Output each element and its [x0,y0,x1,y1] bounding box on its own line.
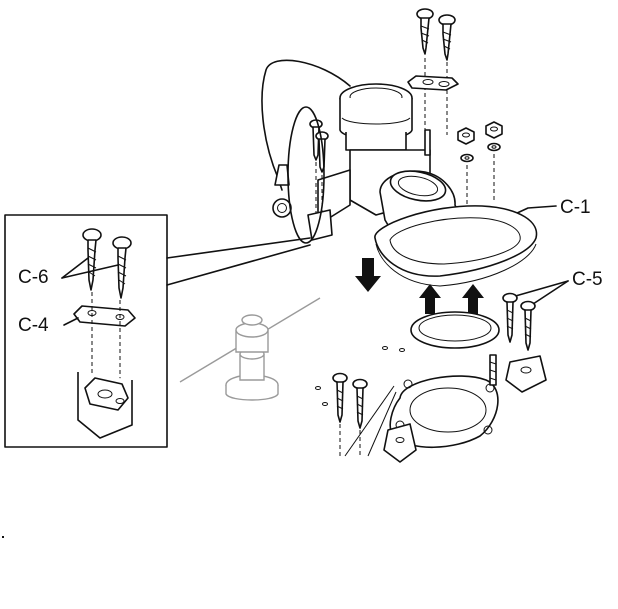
leader-c5-a [511,280,569,298]
callout-c5: C-5 [572,269,603,290]
body-side-screws [287,106,333,244]
inset-plate [73,305,136,327]
inset-bracket [77,372,133,439]
callout-c6: C-6 [18,267,49,288]
inset-screw-left [82,228,102,291]
down-arrow [355,258,381,292]
lower-left-screws [332,372,397,458]
leader-c1 [514,205,557,215]
ghost-fitting [179,297,321,401]
inset-screw-right [112,236,132,299]
detail-circle [287,106,325,244]
small-washers [315,346,405,406]
top-screws [407,8,459,135]
callout-c4: C-4 [18,315,49,336]
up-arrow-right [462,284,484,314]
callout-c1: C-1 [560,197,591,218]
c5-screws [502,292,547,393]
flange-plate [374,205,538,287]
inset-leader-bottom [166,244,311,286]
inset-leader-top [166,237,311,259]
leader-c5-b [529,280,569,307]
nuts-washers [457,121,503,205]
floor-flange [383,354,499,463]
inset-frame [4,214,168,448]
stray-dot [2,536,4,538]
detail-inset [4,214,311,448]
gasket-ring [410,311,500,349]
up-arrow-left [419,284,441,314]
